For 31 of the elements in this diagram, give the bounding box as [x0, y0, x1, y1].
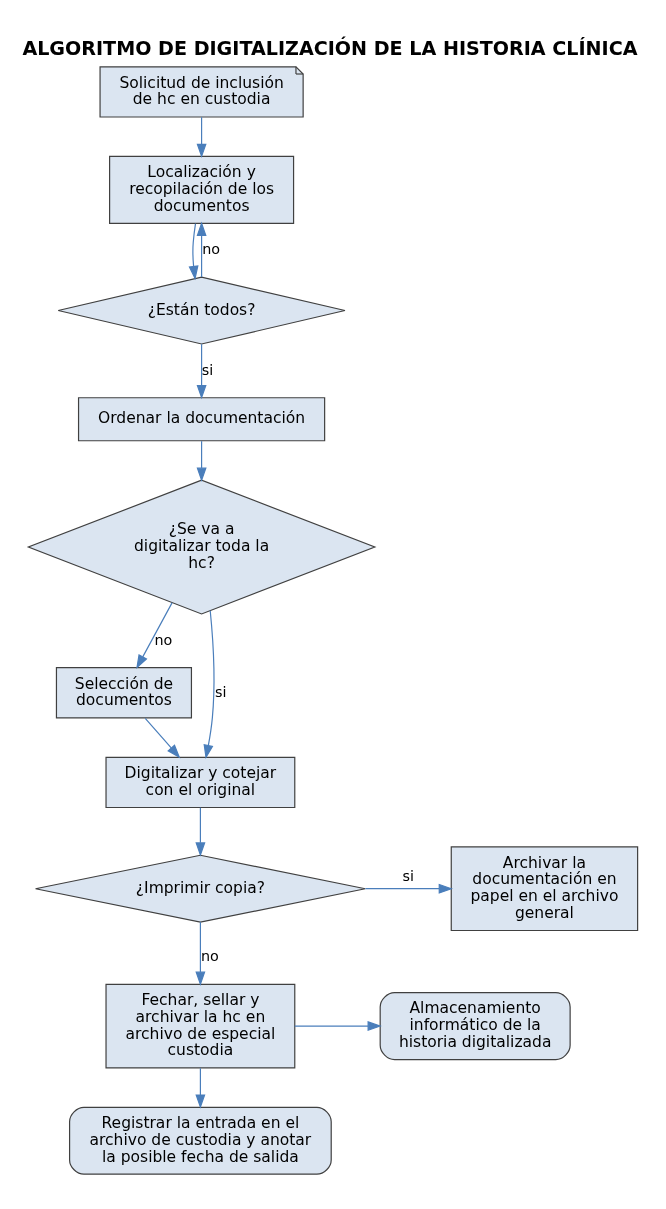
node-diamond: ¿Se va a digitalizar toda la hc? [26, 479, 377, 615]
edge-label: no [154, 631, 173, 648]
node-box: Fechar, sellar y archivar la hc en archivo de especial custodia [105, 983, 296, 1068]
arrow [195, 921, 206, 986]
edge-label: no [201, 947, 219, 964]
node-diamond: ¿Están todos? [57, 275, 346, 345]
node-box: Almacenamiento informático de la historia digitalizada [379, 991, 571, 1060]
arrow [294, 1020, 382, 1031]
arrow [196, 221, 207, 278]
arrow [136, 601, 173, 669]
node-box: Ordenar la documentación [77, 396, 326, 441]
edge-label: si [402, 867, 414, 884]
arrow [196, 116, 207, 158]
arrow [364, 883, 453, 894]
node-box: Selección de documentos [55, 666, 193, 718]
diagram-title: ALGORITMO DE DIGITALIZACIÓN DE LA HISTORIA CLÍNICA [22, 36, 638, 60]
arrow [144, 717, 181, 758]
node-box: Archivar la documentación en papel en el archivo general [450, 845, 639, 931]
node-box: Registrar la entrada en el archivo de custodia y anotar la posible fecha de salida [69, 1106, 332, 1175]
arrow [196, 343, 207, 399]
arrow [188, 222, 199, 280]
edge-label: no [202, 240, 221, 257]
edge-label: si [201, 361, 214, 378]
arrow [203, 609, 215, 759]
node-box: Localización y recopilación de los documentos [109, 155, 295, 224]
edge-label: si [214, 683, 227, 700]
arrow [195, 806, 206, 857]
node-diamond: ¿Imprimir copia? [34, 854, 366, 923]
arrow [195, 1067, 206, 1109]
arrow [196, 440, 207, 482]
node-box: Digitalizar y cotejar con el original [105, 756, 296, 808]
